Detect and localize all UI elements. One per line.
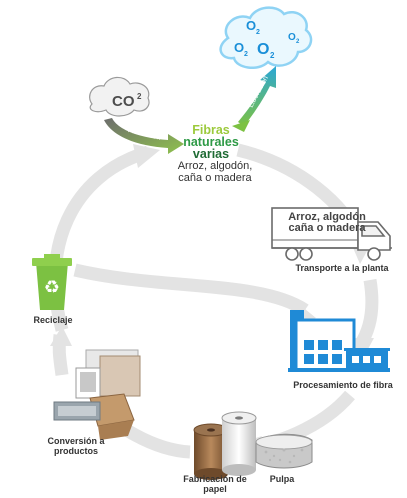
recycle-symbol-icon: ♻ [44, 277, 60, 298]
pulp-icon [255, 433, 313, 469]
conversion-label: Conversión a productos [36, 436, 116, 456]
paper-products-icon [53, 349, 141, 440]
fibras-naturales-heading: Fibras naturales varias [176, 123, 246, 161]
fabricacion-label-line-2: papel [203, 484, 227, 494]
recycle-bin-icon: ♻ [32, 254, 72, 310]
o2-label-4: O [288, 32, 296, 43]
reciclaje-label: Reciclaje [33, 315, 73, 325]
conversion-label-line-1: Conversión a [47, 436, 105, 446]
co2-subscript: 2 [137, 92, 142, 101]
fabricacion-label: Fabricación de papel [180, 474, 250, 494]
pulpa-label: Pulpa [269, 474, 295, 484]
o2-sub-1: 2 [256, 29, 260, 36]
factory-icon [288, 310, 390, 372]
o2-label-1: O [246, 18, 256, 33]
paper-rolls-icon [193, 411, 257, 480]
arrowhead-top-left [133, 144, 160, 168]
o2-label-2: O [234, 40, 244, 55]
co2-cloud-icon: CO 2 [89, 76, 150, 117]
o2-sub-2: 2 [244, 51, 248, 58]
o2-sub-4: 2 [296, 39, 300, 45]
transporte-label: Transporte a la planta [295, 263, 389, 273]
truck-cargo-text: Arroz, algodón caña o madera [277, 212, 377, 234]
o2-label-3: O [257, 41, 269, 58]
fibras-detail-line-2: caña o madera [178, 172, 252, 184]
o2-cloud-icon: O 2 O 2 O 2 O 2 [219, 6, 313, 70]
procesamiento-label: Procesamiento de fibra [293, 380, 393, 390]
liberacion-arrow: Liberación [232, 66, 276, 132]
fabricacion-label-line-1: Fabricación de [183, 474, 247, 484]
truck-icon [271, 207, 392, 261]
fibras-detail: Arroz, algodón, caña o madera [160, 160, 270, 184]
arrowhead-left [50, 326, 72, 346]
fibras-line-3: varias [192, 147, 230, 161]
truck-cargo-line-2: caña o madera [288, 222, 366, 234]
co2-label: CO [112, 93, 135, 110]
o2-sub-3: 2 [270, 51, 275, 60]
fibras-line-1: Fibras [192, 123, 230, 137]
truck-cargo-line-1: Arroz, algodón [288, 211, 366, 223]
conversion-label-line-2: productos [54, 446, 98, 456]
fibras-line-2: naturales [183, 135, 239, 149]
fibras-detail-line-1: Arroz, algodón, [177, 160, 253, 172]
